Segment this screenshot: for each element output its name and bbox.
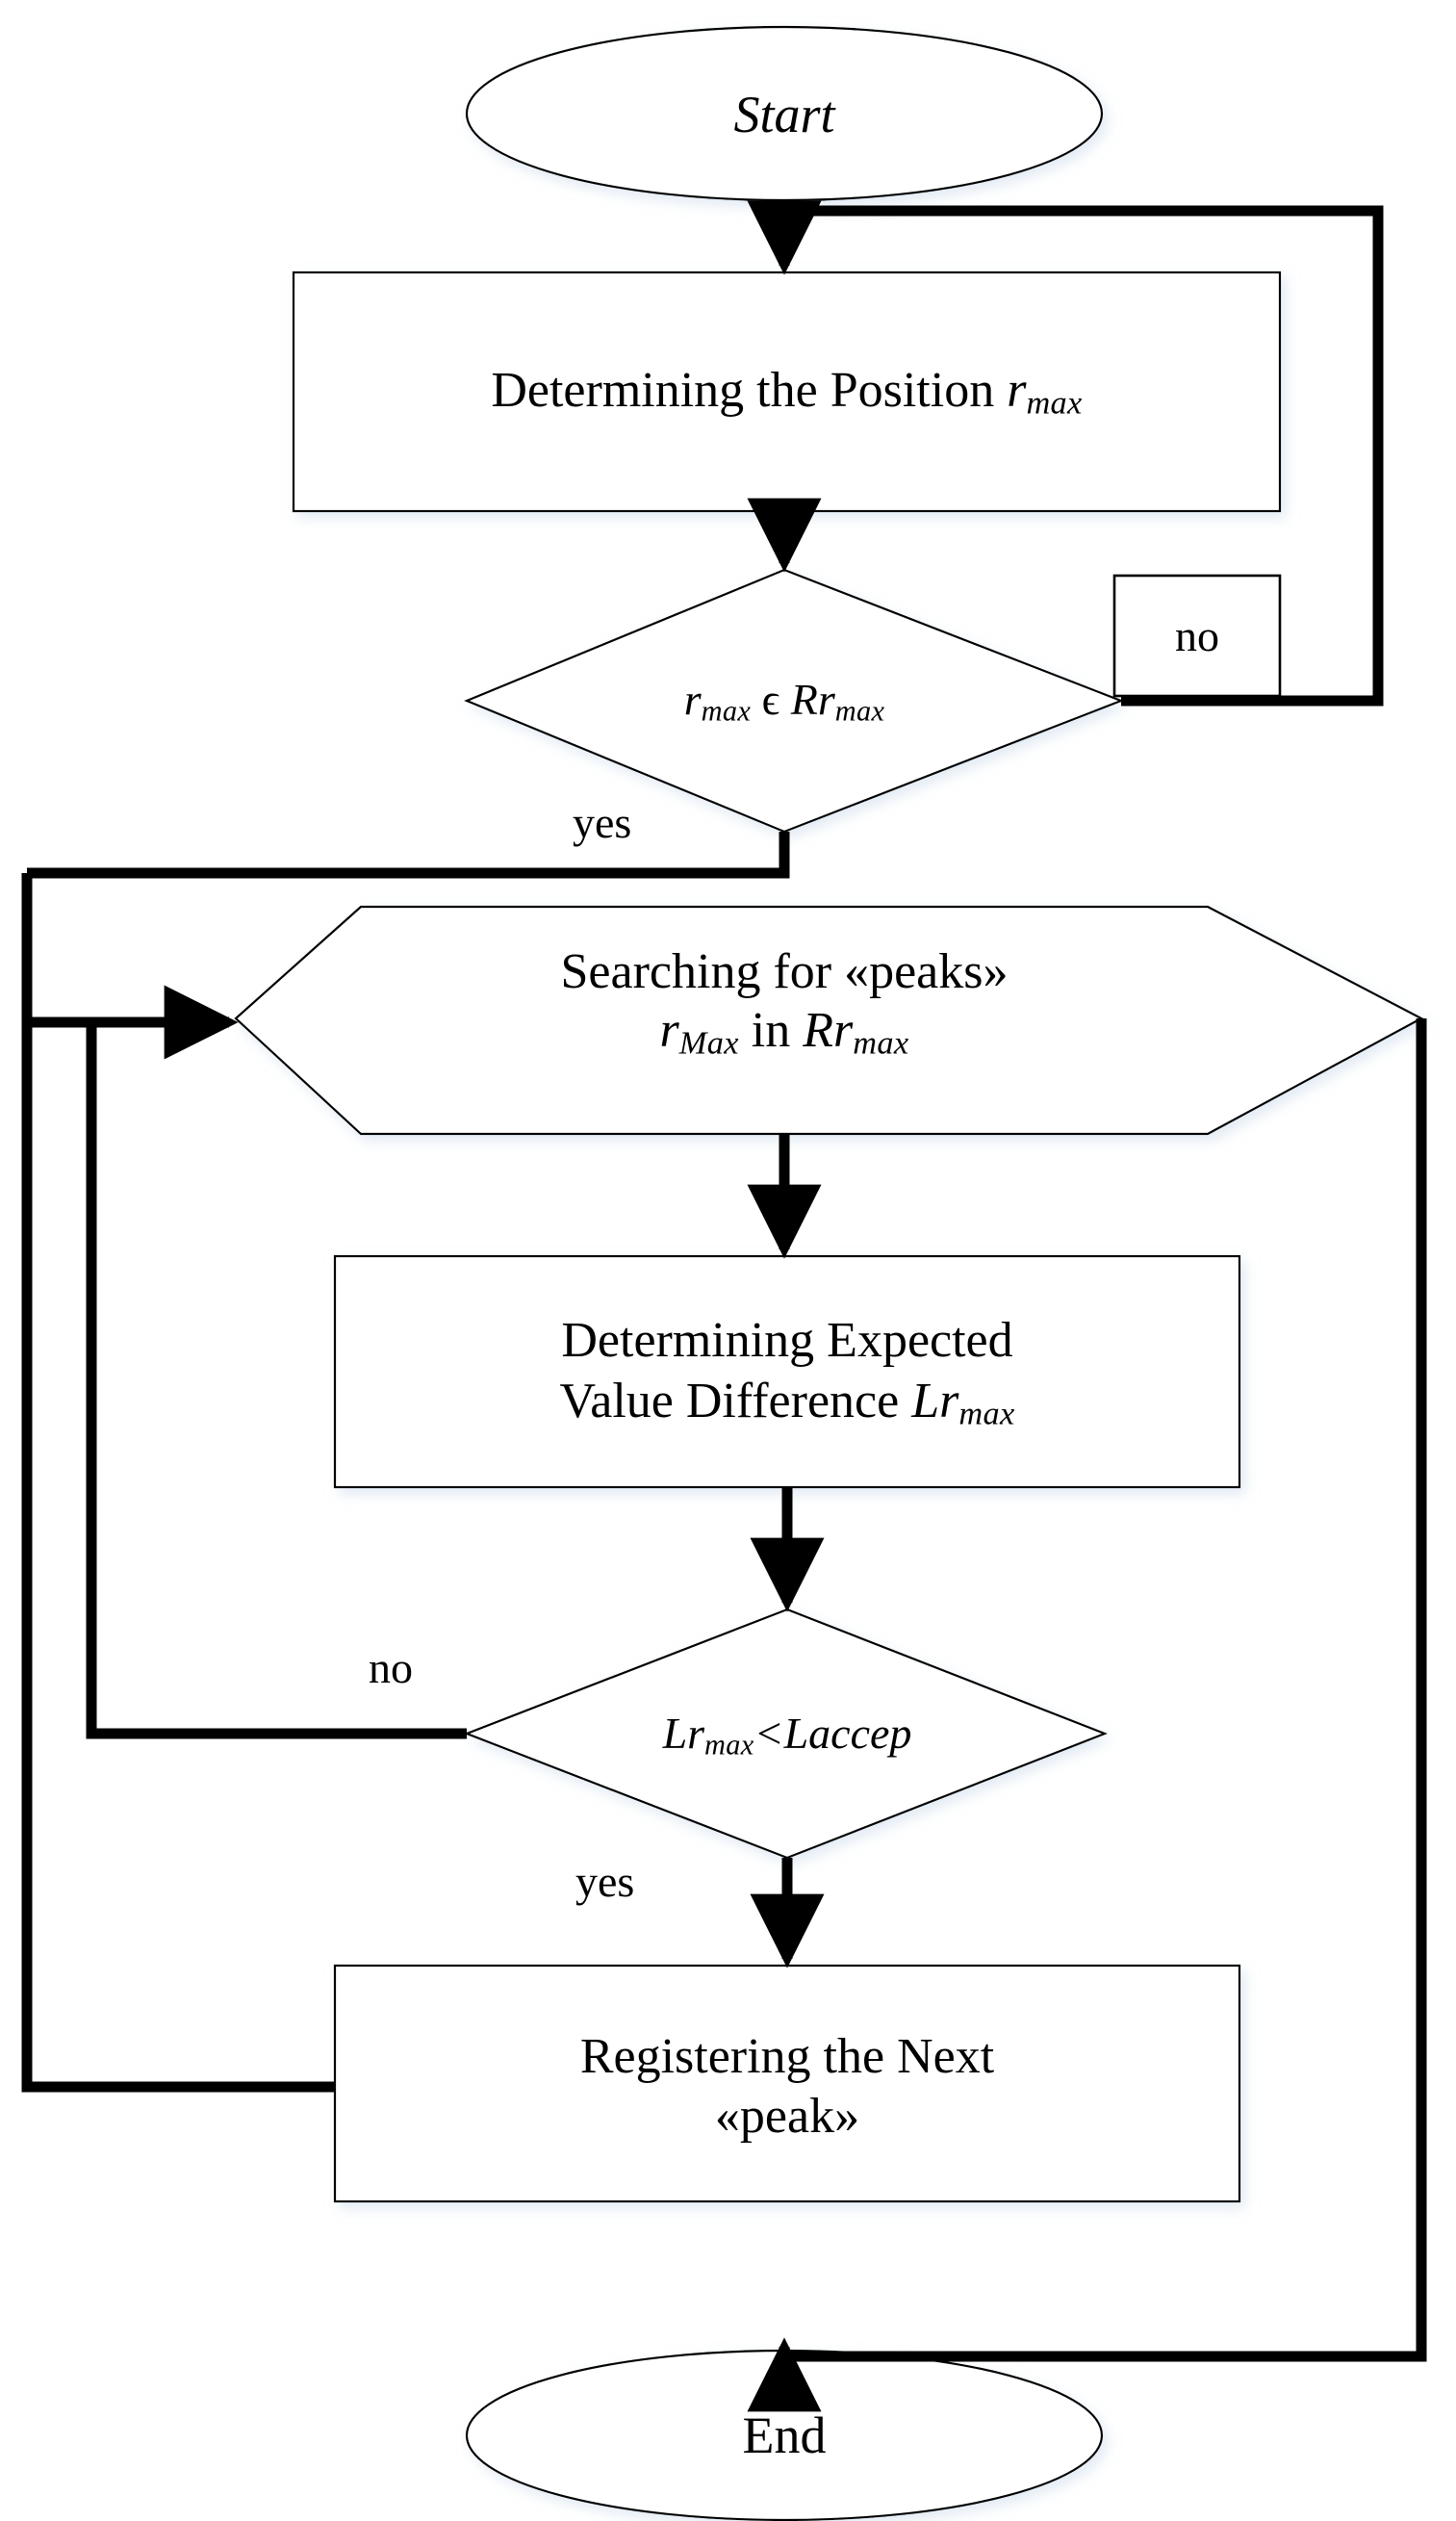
connector-accept-no-loop — [86, 1022, 467, 1739]
shape-range-decision — [464, 568, 1125, 834]
shape-accept-decision — [463, 1608, 1109, 1860]
connector-range-no-loop — [784, 205, 1384, 707]
connector-range-yes-to-left-rail — [27, 832, 790, 879]
shape-end — [465, 2349, 1104, 2521]
edge-label-yes-accept: yes — [575, 1857, 635, 1906]
connector-hexagon-right-rail-to-end — [747, 1018, 1427, 2412]
connector-outer-left-rail — [21, 873, 335, 2093]
edge-label-yes-range: yes — [573, 798, 632, 847]
edge-label-no-accept: no — [369, 1643, 413, 1692]
shape-register-peak — [333, 1964, 1241, 2203]
shape-no-box — [1112, 574, 1282, 698]
shape-determining-position — [292, 270, 1282, 513]
shape-search-hexagon — [234, 905, 1424, 1136]
edge-label-no-range: no — [1175, 611, 1219, 660]
shape-start — [465, 25, 1104, 202]
shape-expected-value — [333, 1254, 1241, 1489]
